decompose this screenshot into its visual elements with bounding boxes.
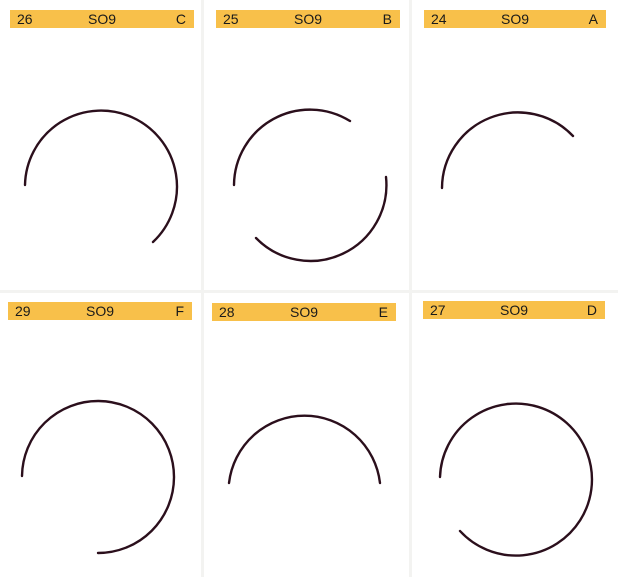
card-code: SO9 — [500, 11, 530, 27]
card-header: 27 SO9 D — [423, 301, 605, 319]
card-header: 29 SO9 F — [8, 302, 192, 320]
arc-figure — [227, 414, 382, 485]
card-29-f: 29 SO9 F — [0, 293, 201, 577]
card-header: 28 SO9 E — [212, 303, 396, 321]
card-header: 26 SO9 C — [10, 10, 194, 28]
card-code: SO9 — [293, 11, 323, 27]
card-header: 25 SO9 B — [216, 10, 400, 28]
card-code: SO9 — [87, 11, 117, 27]
card-number: 29 — [15, 303, 31, 319]
card-number: 27 — [430, 302, 446, 318]
card-code: SO9 — [289, 304, 319, 320]
arc-figure — [23, 109, 179, 244]
card-letter: E — [378, 304, 388, 320]
card-code: SO9 — [85, 303, 115, 319]
card-number: 26 — [17, 11, 33, 27]
card-number: 25 — [223, 11, 239, 27]
card-number: 24 — [431, 11, 447, 27]
card-25-b: 25 SO9 B — [204, 0, 409, 290]
card-letter: D — [586, 302, 597, 318]
arc-figure — [438, 402, 594, 557]
card-26-c: 26 SO9 C — [0, 0, 201, 290]
card-letter: B — [382, 11, 392, 27]
card-letter: A — [588, 11, 598, 27]
card-28-e: 28 SO9 E — [204, 293, 409, 577]
card-24-a: 24 SO9 A — [412, 0, 618, 290]
card-letter: F — [175, 303, 184, 319]
arc-figure — [440, 111, 575, 190]
card-number: 28 — [219, 304, 235, 320]
card-letter: C — [175, 11, 186, 27]
card-header: 24 SO9 A — [424, 10, 606, 28]
arc-figure — [20, 399, 176, 555]
arc-figure — [232, 108, 388, 263]
card-code: SO9 — [499, 302, 529, 318]
card-27-d: 27 SO9 D — [412, 293, 618, 577]
